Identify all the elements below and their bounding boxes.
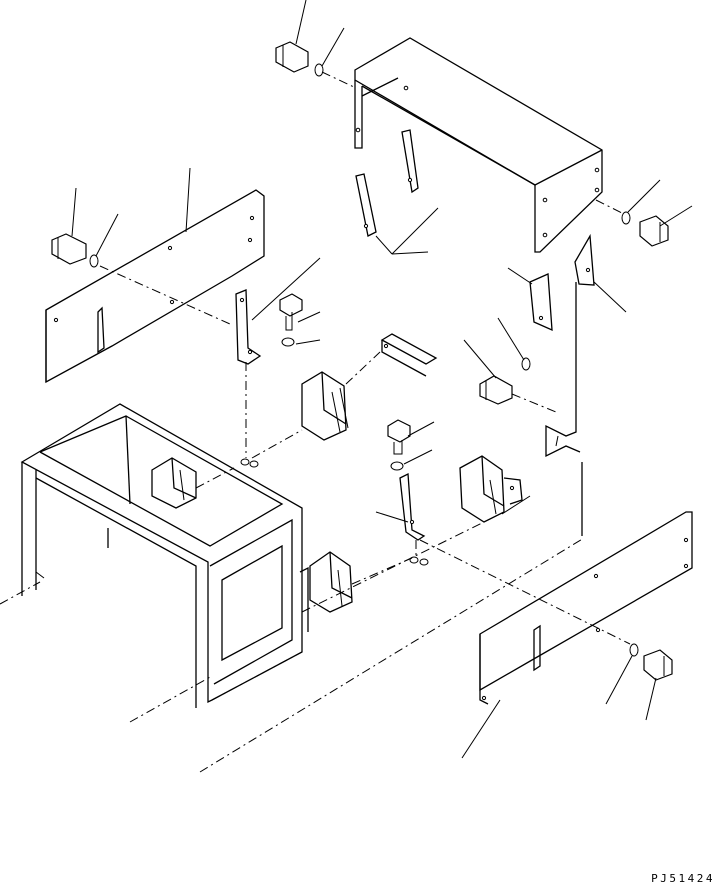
right-lower-panel [461,511,693,759]
base-frame [20,403,309,708]
bolt-center-bottom [375,419,435,541]
mount-block-right [459,455,531,523]
bolt-left [51,187,231,325]
frame-mount-block-2 [309,551,413,613]
bolt-top-left [275,0,357,89]
cover-inner-brackets [355,129,439,255]
bolt-center-left [279,293,321,347]
top-cover [354,37,603,253]
frame-mount-block-1 [151,457,235,509]
drawing-id-label: PJ51424 [651,872,715,885]
frame-extension-lines [0,521,585,773]
mount-bracket-left [235,257,321,365]
nuts [240,362,429,566]
strap-long [345,333,438,385]
bolt-center-right [463,317,557,413]
upright-bracket-right [545,282,583,536]
left-side-panel [45,167,265,384]
bolt-bottom-right [419,539,673,721]
bolt-top-right [595,179,693,247]
mount-block-center [251,371,349,459]
right-brackets [507,233,627,332]
